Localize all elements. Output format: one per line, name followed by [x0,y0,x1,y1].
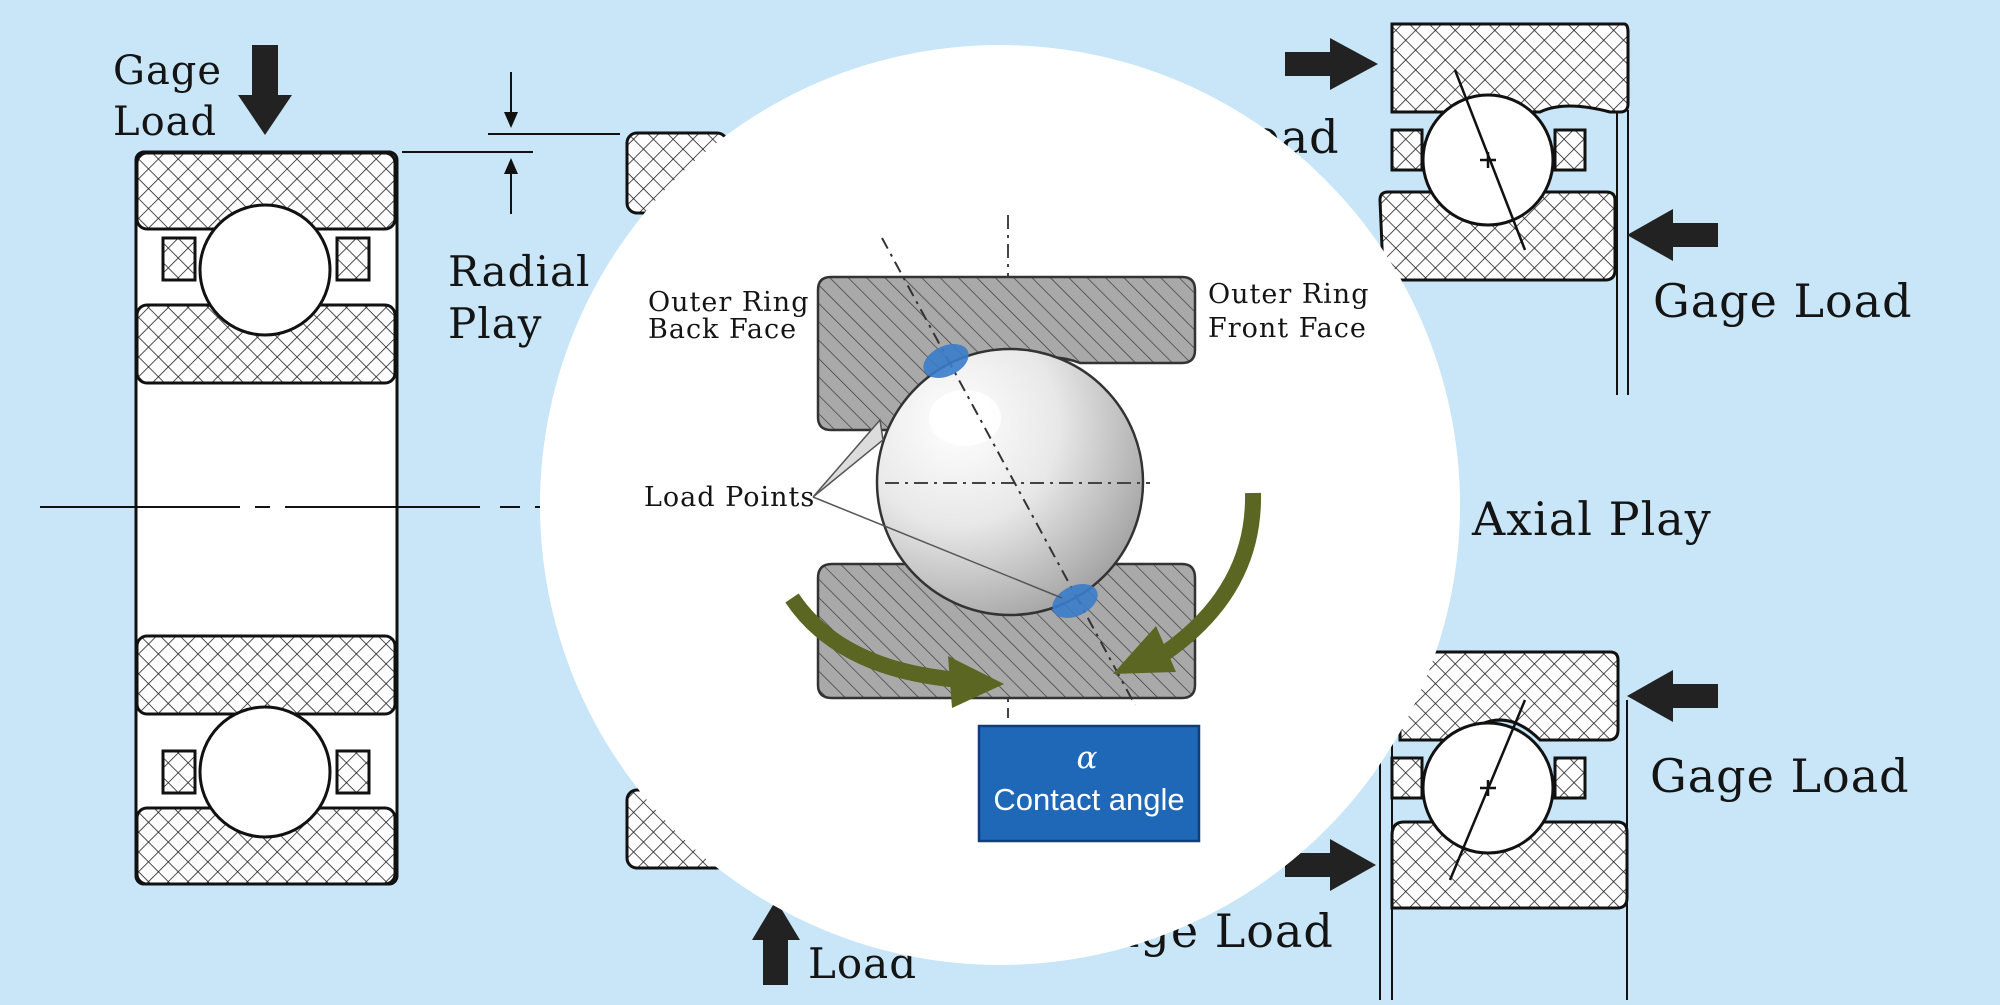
cage-lower-right [1553,756,1587,800]
curved-arrow-icon [1160,492,1262,660]
left-arrow-icon [1627,209,1718,261]
contact-angle-line [881,237,1136,706]
outer-ring-back-face-line1: Outer Ring [648,287,809,318]
radial-play-line1: Radial [448,247,590,296]
curved-arrow-head-left [948,656,1004,708]
load-points-leader [812,418,884,498]
cage-bottom-right [335,749,371,795]
curved-arrow-icon [785,593,961,688]
contact-angle-symbol: α [1077,740,1098,776]
top-gage-load-label: Gage Load [1653,274,1913,328]
up-arrow-icon [752,900,800,985]
radial-play-line2: Play [448,299,542,348]
curved-arrow-head-right [1113,626,1176,674]
ball-top [198,203,332,337]
inner-ring-section [816,562,1197,700]
radial-play-dimension [402,72,620,214]
cage-bottom-left [161,749,197,795]
left-arrow-icon [1627,670,1718,722]
inner-ring-bottom [135,634,397,716]
dimension-arrow-down-icon [504,112,518,128]
cage-lower-left [1390,756,1424,800]
contact-angle-label: Contact angle [993,782,1184,817]
cage-upper-right [1553,128,1587,172]
outer-ring-upper [1390,22,1630,114]
angular-bearing-top [1378,22,1630,395]
axial-play-label: Axial Play [1471,492,1712,546]
outer-ring-front-face-line2: Front Face [1208,313,1367,344]
angular-bearing-bottom [1379,650,1629,1000]
cage-upper-left [1390,128,1424,172]
outer-ring-lower [1390,820,1629,910]
load-points-label: Load Points [644,482,815,513]
left-gage-load-line1: Gage [113,48,222,94]
dimension-arrow-up-icon [504,158,518,174]
cage-top-right [335,236,371,282]
ball-bottom [198,705,332,839]
contact-angle-badge [977,724,1201,843]
cage-top-left [161,236,197,282]
right-arrow-icon [1285,839,1376,891]
outer-ring-back-face-line2: Back Face [648,314,797,345]
load-point-lower [1052,584,1098,618]
down-arrow-icon [238,45,292,135]
right-arrow-icon [1285,38,1378,90]
load-point-upper [923,344,969,378]
contact-angle-focus: Outer Ring Back Face Outer Ring Front Fa… [540,45,1460,965]
radial-bearing-section [134,150,399,886]
left-gage-load-line2: Load [113,99,217,145]
bottom-gage-load-label: Gage Load [1650,749,1910,803]
outer-ring-front-face-line1: Outer Ring [1208,279,1369,310]
